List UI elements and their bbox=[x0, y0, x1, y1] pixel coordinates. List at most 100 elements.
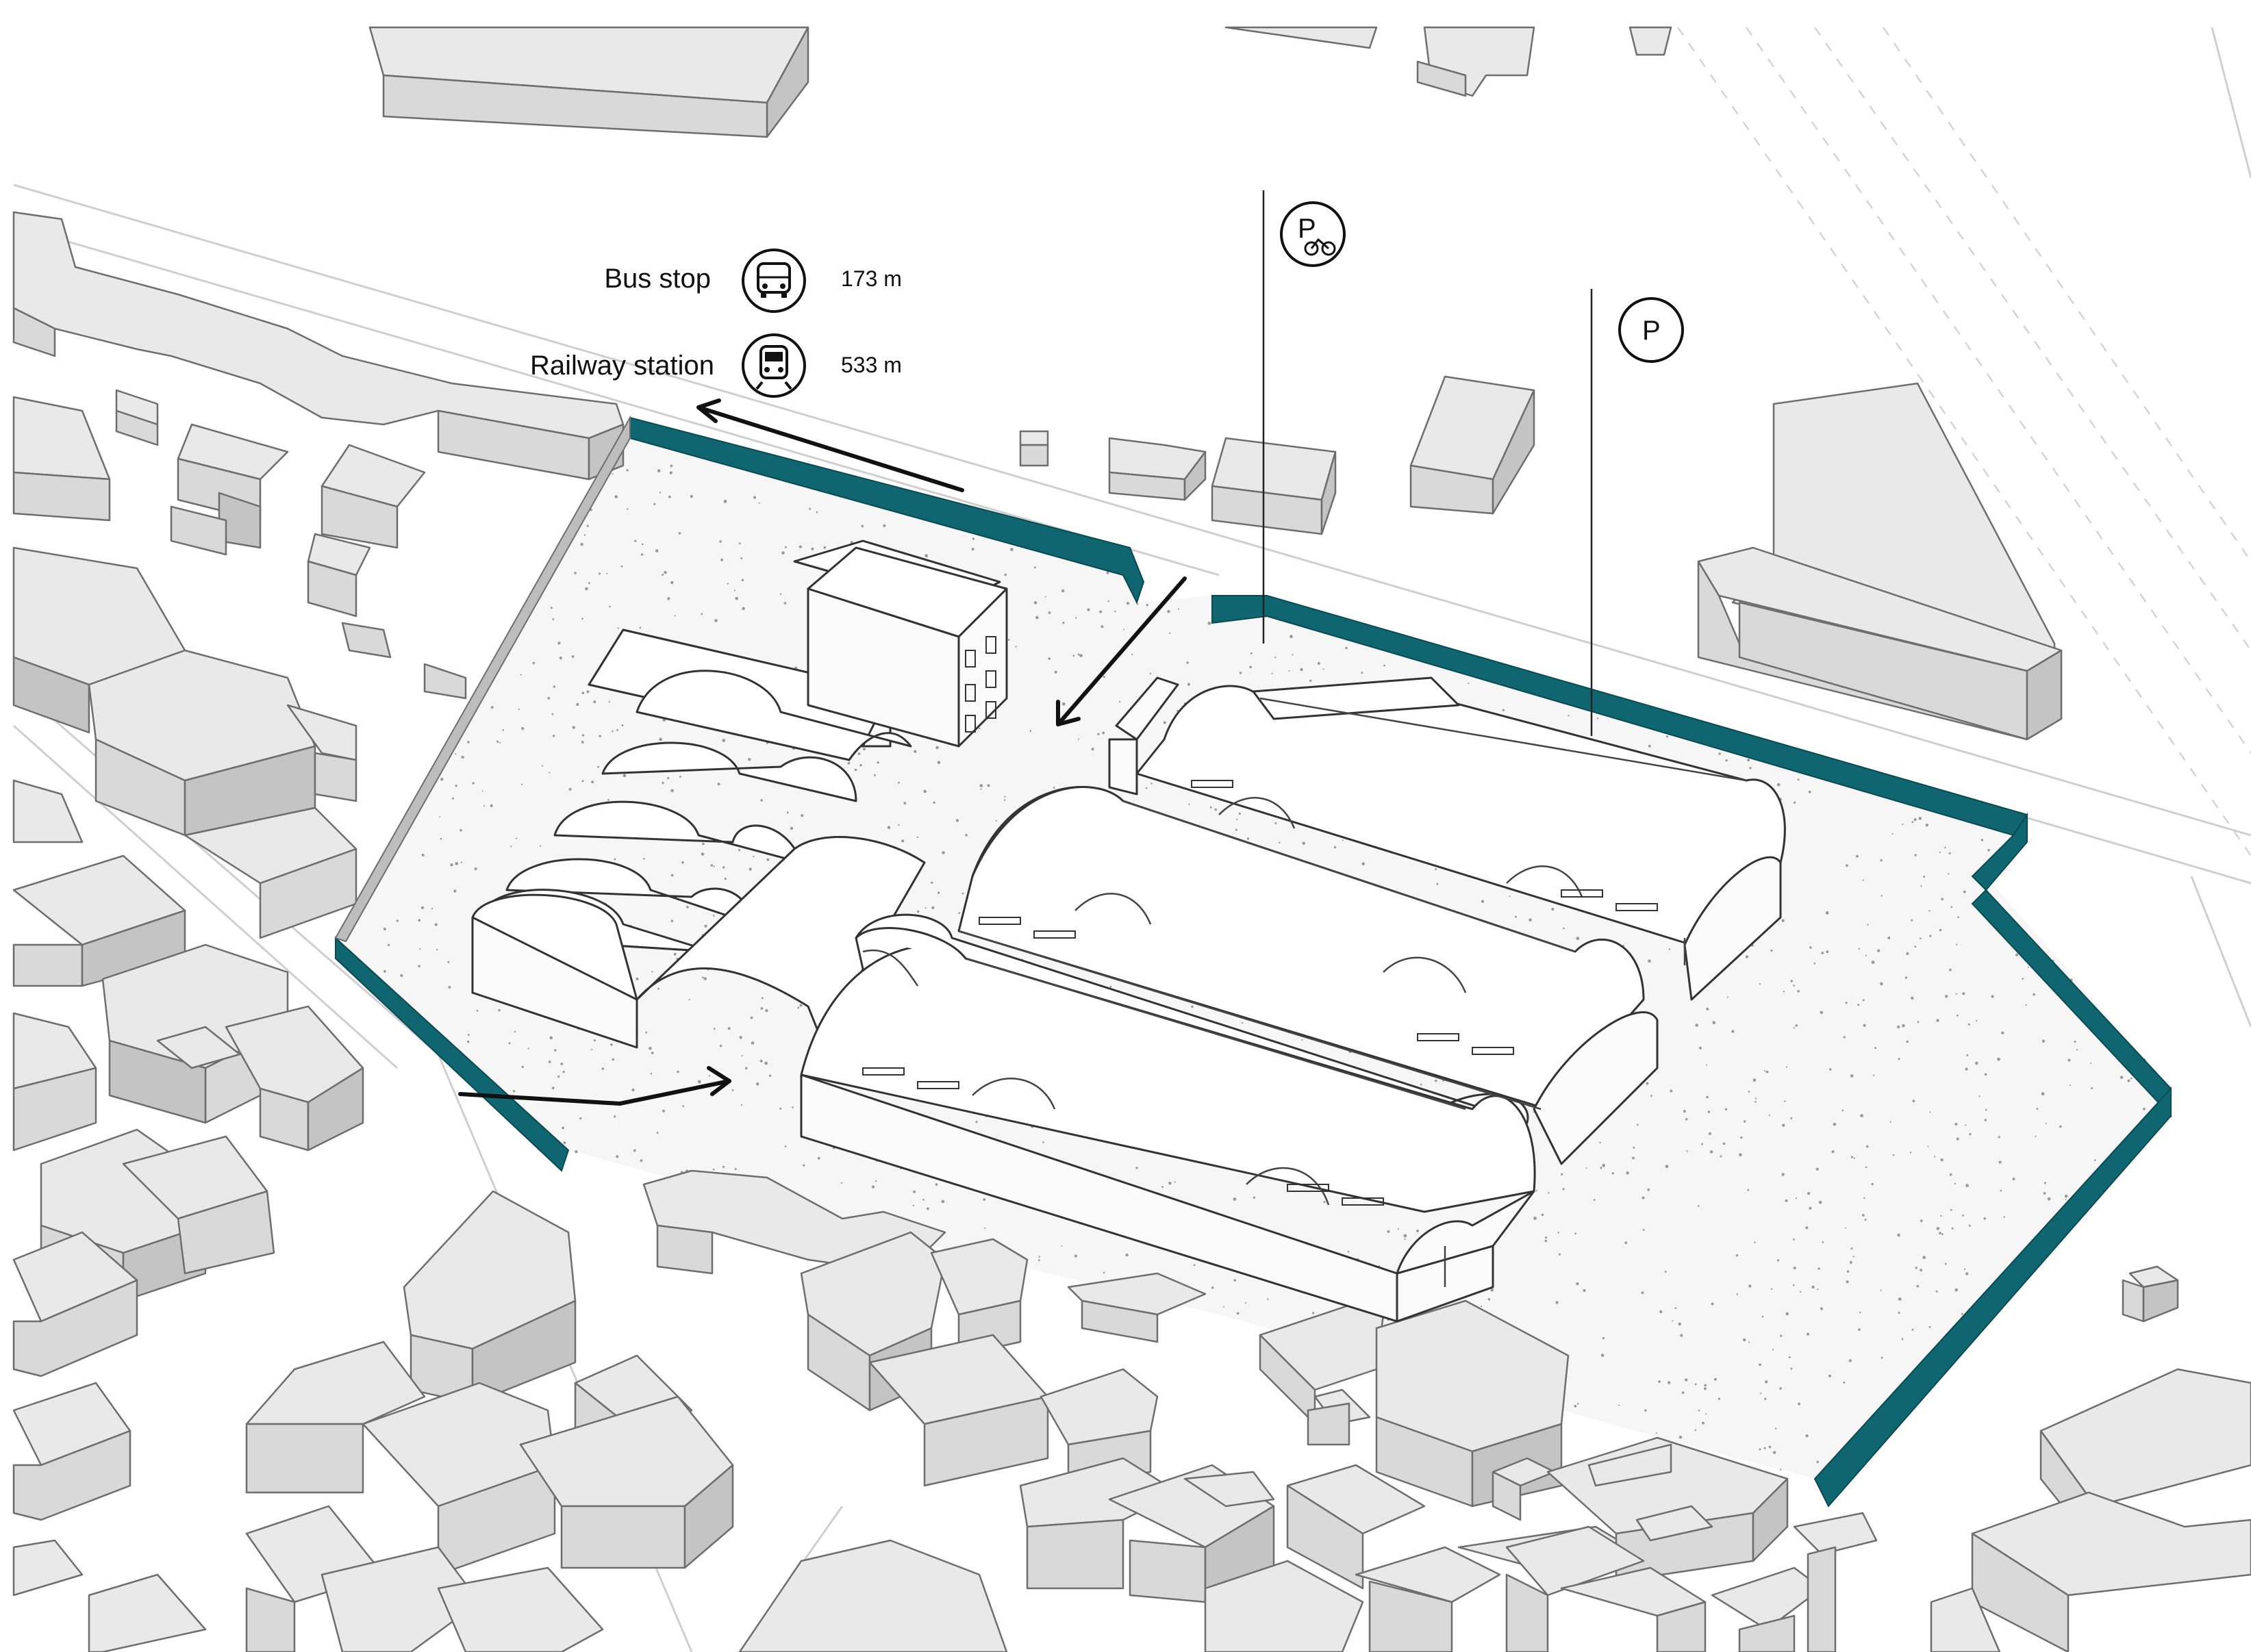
ground-speckle bbox=[1509, 895, 1511, 898]
ground-speckle bbox=[1048, 657, 1051, 660]
ground-speckle bbox=[1680, 1334, 1683, 1337]
ground-speckle bbox=[1936, 1019, 1939, 1022]
ground-speckle bbox=[1991, 995, 1994, 998]
ground-speckle bbox=[1763, 1070, 1765, 1071]
ground-speckle bbox=[1983, 1217, 1986, 1220]
ground-speckle bbox=[1541, 1213, 1544, 1217]
site-boundary bbox=[334, 415, 2172, 1508]
ground-speckle bbox=[2127, 1079, 2130, 1082]
ground-speckle bbox=[1678, 1436, 1683, 1439]
ground-speckle bbox=[1274, 822, 1277, 824]
ground-speckle bbox=[727, 1027, 731, 1030]
ground-speckle bbox=[1809, 946, 1812, 949]
ground-speckle bbox=[2001, 1031, 2004, 1034]
ground-speckle bbox=[562, 1126, 564, 1130]
ground-speckle bbox=[673, 952, 677, 956]
ground-speckle bbox=[722, 866, 725, 869]
ground-speckle bbox=[434, 923, 438, 926]
ground-speckle bbox=[922, 1198, 925, 1201]
ground-speckle bbox=[1845, 1227, 1846, 1229]
ground-speckle bbox=[1815, 1167, 1819, 1171]
ground-speckle bbox=[474, 867, 477, 871]
ground-speckle bbox=[1911, 919, 1913, 922]
ground-speckle bbox=[1703, 1387, 1707, 1390]
ground-speckle bbox=[1786, 1066, 1788, 1068]
ground-speckle bbox=[1562, 1188, 1565, 1191]
ground-speckle bbox=[1725, 759, 1728, 762]
ground-speckle bbox=[1698, 1205, 1700, 1207]
ground-speckle bbox=[1843, 1036, 1846, 1039]
ground-speckle bbox=[1941, 898, 1944, 901]
ground-speckle bbox=[1754, 1241, 1756, 1244]
ground-speckle bbox=[1015, 646, 1017, 648]
ground-speckle bbox=[664, 570, 667, 574]
ground-speckle bbox=[518, 708, 520, 710]
ground-speckle bbox=[1533, 1217, 1537, 1220]
ground-speckle bbox=[502, 729, 504, 731]
ground-speckle bbox=[781, 551, 785, 555]
ground-speckle bbox=[1583, 1288, 1586, 1293]
ground-speckle bbox=[617, 627, 620, 629]
ground-speckle bbox=[958, 912, 961, 914]
ground-speckle bbox=[1889, 1121, 1891, 1123]
ground-speckle bbox=[1091, 748, 1094, 751]
ground-speckle bbox=[1593, 1199, 1596, 1202]
ground-speckle bbox=[532, 661, 536, 665]
ground-speckle bbox=[521, 727, 525, 730]
ground-speckle bbox=[1987, 849, 1990, 852]
ground-speckle bbox=[2059, 1125, 2062, 1128]
ground-speckle bbox=[667, 597, 670, 600]
ground-speckle bbox=[779, 593, 782, 595]
ground-speckle bbox=[1916, 1284, 1920, 1288]
ground-speckle bbox=[662, 1109, 666, 1113]
ground-speckle bbox=[2065, 1199, 2067, 1201]
ground-speckle bbox=[1647, 1188, 1650, 1191]
ground-speckle bbox=[1906, 952, 1909, 955]
ground-speckle bbox=[1785, 1199, 1788, 1202]
ground-speckle bbox=[1768, 1445, 1772, 1449]
ground-speckle bbox=[1853, 1157, 1856, 1159]
ground-speckle bbox=[1846, 1270, 1850, 1273]
ground-speckle bbox=[701, 613, 703, 615]
ground-speckle bbox=[586, 690, 590, 694]
ground-speckle bbox=[510, 846, 512, 848]
ground-speckle bbox=[388, 943, 390, 946]
ground-speckle bbox=[1759, 1448, 1761, 1451]
ground-speckle bbox=[1292, 654, 1294, 656]
ground-speckle bbox=[1169, 632, 1171, 635]
ground-speckle bbox=[1622, 944, 1624, 947]
ground-speckle bbox=[1186, 661, 1189, 664]
ground-speckle bbox=[1978, 1095, 1980, 1097]
ground-speckle bbox=[400, 974, 403, 978]
ground-speckle bbox=[1867, 924, 1869, 926]
ground-speckle bbox=[656, 1132, 659, 1134]
ground-speckle bbox=[1545, 1236, 1548, 1239]
ground-speckle bbox=[621, 724, 624, 726]
ground-speckle bbox=[1618, 1404, 1620, 1406]
ground-speckle bbox=[1250, 652, 1253, 655]
ground-speckle bbox=[461, 755, 464, 759]
ground-speckle bbox=[713, 865, 715, 867]
ground-speckle bbox=[548, 1060, 551, 1063]
ground-speckle bbox=[1648, 959, 1651, 963]
movement-arrows bbox=[458, 398, 1187, 1106]
ground-speckle bbox=[758, 502, 760, 504]
ground-speckle bbox=[1858, 1328, 1861, 1331]
ground-speckle bbox=[496, 740, 499, 743]
ground-speckle bbox=[823, 546, 827, 549]
ground-speckle bbox=[1720, 1155, 1722, 1158]
ground-speckle bbox=[1816, 1460, 1819, 1464]
ground-speckle bbox=[760, 1007, 764, 1010]
ground-speckle bbox=[1964, 1268, 1966, 1270]
ground-speckle bbox=[1928, 910, 1931, 912]
ground-speckle bbox=[1029, 730, 1032, 732]
ground-speckle bbox=[439, 816, 441, 818]
ground-speckle bbox=[1874, 1047, 1876, 1050]
ground-speckle bbox=[571, 655, 575, 658]
ground-speckle bbox=[984, 1227, 986, 1229]
ground-speckle bbox=[551, 1086, 555, 1090]
ground-speckle bbox=[1817, 1288, 1819, 1291]
ground-speckle bbox=[1776, 783, 1781, 787]
ground-speckle bbox=[1902, 824, 1904, 826]
ground-speckle bbox=[925, 907, 927, 909]
